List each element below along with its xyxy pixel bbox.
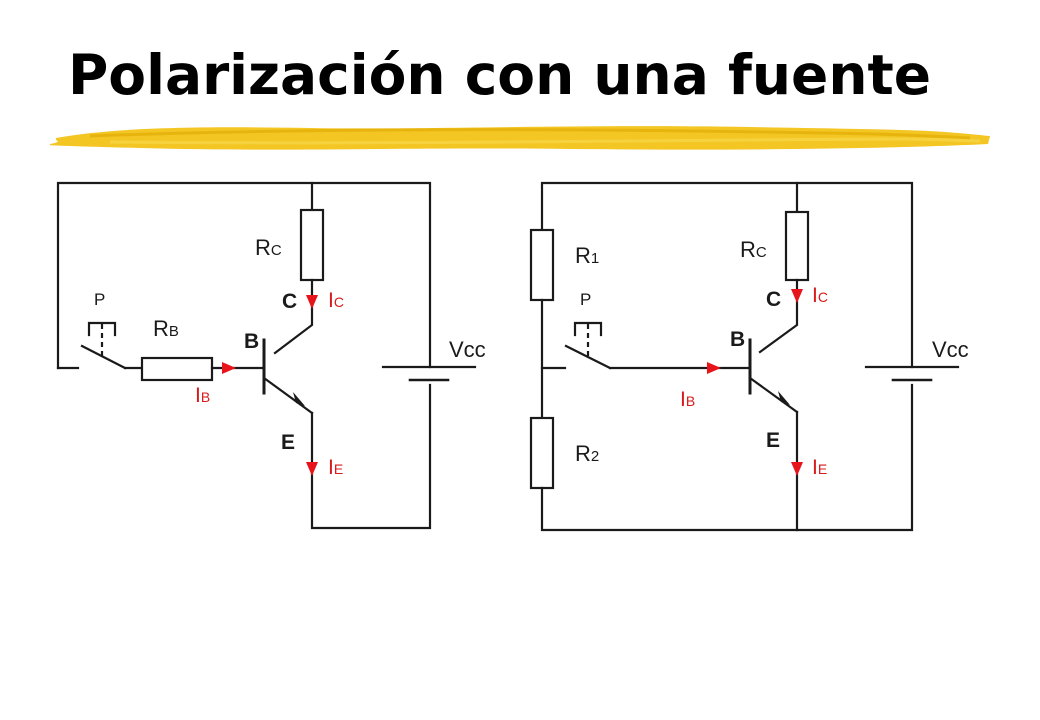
left-label-base: B bbox=[244, 330, 259, 353]
left-label-ib: IB bbox=[195, 384, 210, 407]
right-label-base: B bbox=[730, 328, 745, 351]
right-label-ib: IB bbox=[680, 388, 695, 411]
right-resistor-r2 bbox=[529, 416, 555, 490]
left-label-vcc: Vcc bbox=[449, 337, 486, 362]
left-switch-button bbox=[87, 321, 117, 337]
right-emitter-arrow bbox=[778, 391, 790, 405]
left-label-rc: RC bbox=[255, 235, 282, 260]
left-label-emitter: E bbox=[281, 431, 295, 454]
right-label-r1: R1 bbox=[575, 243, 599, 268]
left-label-collector: C bbox=[282, 290, 297, 313]
right-ib-arrow bbox=[707, 362, 721, 374]
left-label-p: P bbox=[94, 290, 105, 309]
left-ie-arrow bbox=[306, 462, 318, 476]
left-ib-arrow bbox=[222, 362, 236, 374]
right-resistor-r1 bbox=[529, 228, 555, 302]
circuit-right: R1 R2 RC P B C E IC IB IE Vcc bbox=[529, 181, 969, 532]
right-switch-blade bbox=[564, 344, 612, 370]
right-top-wire bbox=[540, 181, 914, 369]
left-resistor-rb bbox=[140, 356, 214, 382]
right-resistor-rc bbox=[784, 210, 810, 282]
circuit-left: RC P RB B C E IC IB IE Vcc bbox=[56, 181, 486, 530]
left-ic-arrow bbox=[306, 295, 318, 309]
right-ie-arrow bbox=[791, 462, 803, 476]
left-resistor-rc bbox=[299, 208, 325, 282]
left-top-wire bbox=[56, 181, 432, 370]
right-switch-button bbox=[573, 321, 603, 337]
title-underline-stroke bbox=[50, 126, 990, 150]
left-label-ic: IC bbox=[328, 289, 344, 312]
right-label-collector: C bbox=[766, 288, 781, 311]
right-ic-arrow bbox=[791, 289, 803, 303]
left-transistor-emitter bbox=[262, 376, 314, 415]
slide-title: Polarización con una fuente bbox=[68, 43, 932, 107]
left-label-rb: RB bbox=[153, 316, 179, 341]
right-label-vcc: Vcc bbox=[932, 337, 969, 362]
right-label-ie: IE bbox=[812, 456, 827, 479]
right-label-ic: IC bbox=[812, 284, 828, 307]
left-switch-blade bbox=[80, 344, 127, 370]
left-emitter-arrow bbox=[293, 392, 305, 406]
right-label-emitter: E bbox=[766, 429, 780, 452]
right-transistor-emitter bbox=[748, 376, 799, 414]
left-label-ie: IE bbox=[328, 456, 343, 479]
right-label-r2: R2 bbox=[575, 441, 599, 466]
right-label-p: P bbox=[580, 290, 591, 309]
right-label-rc: RC bbox=[740, 237, 767, 262]
right-bottom-wire bbox=[540, 383, 914, 532]
